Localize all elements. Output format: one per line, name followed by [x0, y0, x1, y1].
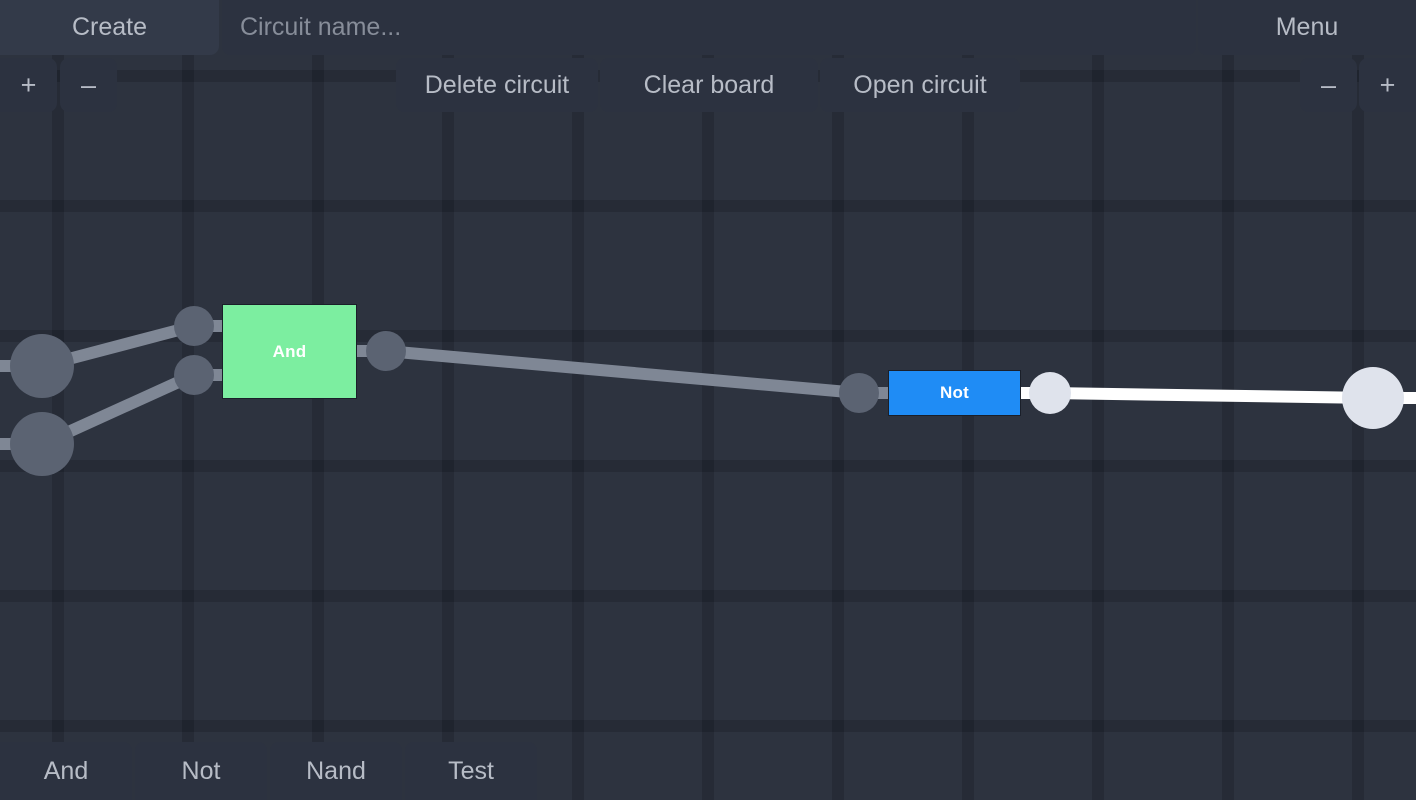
gate-and[interactable]: And	[222, 304, 357, 399]
gate-not[interactable]: Not	[888, 370, 1021, 416]
wire-and-to-not[interactable]	[385, 345, 860, 399]
node-not-out[interactable]	[1029, 372, 1071, 414]
node-not-in[interactable]	[839, 373, 879, 413]
top-toolbar: Create Menu + – Delete circuit Clear boa…	[0, 0, 1416, 112]
open-circuit-button[interactable]: Open circuit	[820, 58, 1020, 112]
board-zoom-out-icon[interactable]: –	[1300, 58, 1357, 112]
board-zoom-in-icon[interactable]: +	[1359, 58, 1416, 112]
node-and-in-2[interactable]	[174, 355, 214, 395]
zoom-out-icon[interactable]: –	[60, 58, 117, 112]
node-and-in-1[interactable]	[174, 306, 214, 346]
palette-button-nand[interactable]: Nand	[270, 742, 402, 800]
create-button[interactable]: Create	[0, 0, 219, 55]
node-input-b[interactable]	[10, 412, 74, 476]
menu-button[interactable]: Menu	[1198, 0, 1416, 55]
node-input-a[interactable]	[10, 334, 74, 398]
palette-button-and[interactable]: And	[0, 742, 132, 800]
palette-button-not[interactable]: Not	[135, 742, 267, 800]
wire-not-to-probe[interactable]	[1049, 387, 1374, 404]
node-output-probe[interactable]	[1342, 367, 1404, 429]
clear-board-button[interactable]: Clear board	[600, 58, 818, 112]
circuit-name-input[interactable]	[222, 0, 1196, 55]
zoom-in-icon[interactable]: +	[0, 58, 57, 112]
palette-button-test[interactable]: Test	[405, 742, 537, 800]
delete-circuit-button[interactable]: Delete circuit	[396, 58, 598, 112]
node-and-out[interactable]	[366, 331, 406, 371]
